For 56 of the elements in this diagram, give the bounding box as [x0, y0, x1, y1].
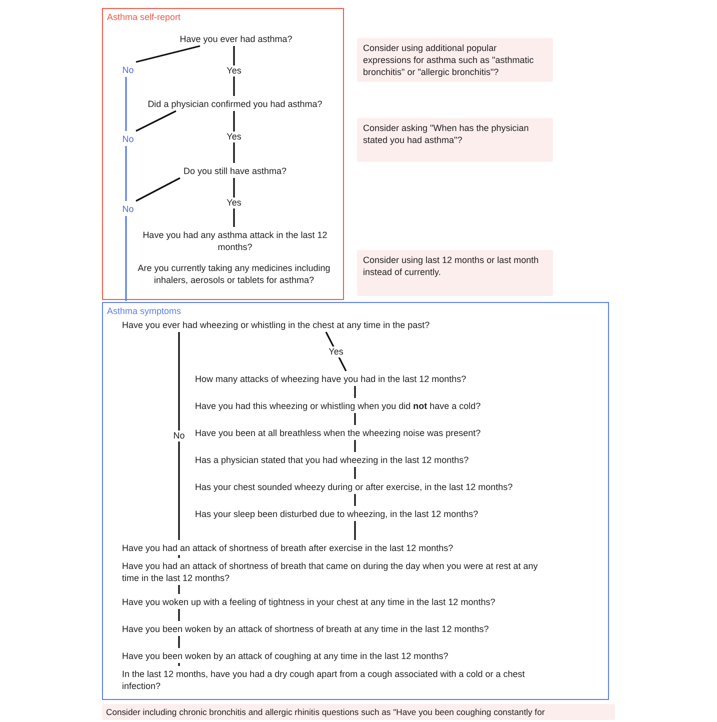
edge-label: Yes — [226, 132, 242, 142]
connector-line — [233, 111, 235, 163]
section-frame — [102, 302, 609, 700]
question-text: Did a physician confirmed you had asthma? — [137, 98, 333, 111]
answer-label: No — [120, 64, 136, 77]
note-box: Consider using last 12 months or last month instead of currently. — [357, 250, 553, 296]
connector-line — [178, 636, 180, 648]
question-text: Has a physician stated that you had wheezing in the last 12 months? — [195, 454, 525, 467]
question-text: Have you had an attack of shortness of breath after exercise in the last 12 months? — [122, 542, 502, 555]
answer-label: No — [120, 133, 136, 146]
connector-line — [136, 45, 200, 63]
edge-label: Yes — [226, 197, 242, 208]
connector-line — [178, 663, 180, 666]
section-title: Asthma symptoms — [107, 306, 182, 316]
question-text: Has your chest sounded wheezy during or after exercise, in the last 12 months? — [195, 481, 545, 494]
question-text: Have you been at all breathless when the wheezing noise was present? — [195, 427, 525, 440]
edge-label: Yes — [226, 66, 242, 76]
question-text: Have you had this wheezing or whistling when you did not have a cold? — [195, 400, 525, 413]
edge-label: No — [172, 430, 186, 442]
note-box: Consider using additional popular expressions for asthma such as "asthmatic bronchitis" or "allergic bronchitis"? — [357, 38, 553, 82]
question-text: Have you ever had wheezing or whistling in the chest at any time in the past? — [122, 319, 462, 332]
note-box: Consider including chronic bronchitis and allergic rhinitis questions such as "Have you been coughing constantly for — [102, 704, 615, 720]
connector-line — [354, 386, 356, 398]
section-title: Asthma self-report — [107, 12, 181, 22]
question-text: Have you woken up with a feeling of tightness in your chest at any time in the last 12 months? — [122, 596, 542, 609]
question-text: Have you had any asthma attack in the last 12 months? — [141, 229, 329, 254]
question-text: Have you had an attack of shortness of breath that came on during the day when you were at rest at any time in the last 12 months? — [122, 560, 552, 585]
question-text: In the last 12 months, have you had a dry cough apart from a cough associated with a cold or a chest infection? — [122, 668, 542, 693]
question-text: How many attacks of wheezing have you had in the last 12 months? — [195, 373, 515, 386]
connector-line — [125, 216, 127, 301]
connector-line — [354, 494, 356, 506]
connector-line — [125, 77, 127, 131]
connector-line — [325, 332, 347, 372]
question-text: Do you still have asthma? — [169, 165, 301, 178]
connector-line — [354, 440, 356, 452]
question-text: Have you been woken by an attack of shortness of breath at any time in the last 12 months? — [122, 623, 542, 636]
question-text: Are you currently taking any medicines including inhalers, aerosols or tablets for asthma? — [127, 262, 341, 287]
connector-line — [178, 555, 180, 558]
connector-line — [178, 585, 180, 594]
connector-line — [354, 413, 356, 425]
connector-line — [354, 521, 356, 540]
connector-line — [354, 467, 356, 479]
question-text: Have you ever had asthma? — [161, 33, 311, 46]
edge-label: Yes — [328, 346, 344, 357]
question-text: Have you been woken by an attack of coughing at any time in the last 12 months? — [122, 650, 542, 663]
connector-line — [233, 46, 235, 96]
answer-label: No — [120, 203, 136, 216]
connector-line — [178, 332, 180, 540]
connector-line — [125, 146, 127, 201]
connector-line — [136, 110, 176, 132]
section-frame — [102, 8, 344, 300]
note-box: Consider asking "When has the physician stated you had asthma"? — [357, 118, 553, 162]
connector-line — [136, 177, 180, 202]
question-text: Has your sleep been disturbed due to wheezing, in the last 12 months? — [195, 508, 525, 521]
connector-line — [178, 609, 180, 621]
connector-line — [233, 178, 235, 227]
